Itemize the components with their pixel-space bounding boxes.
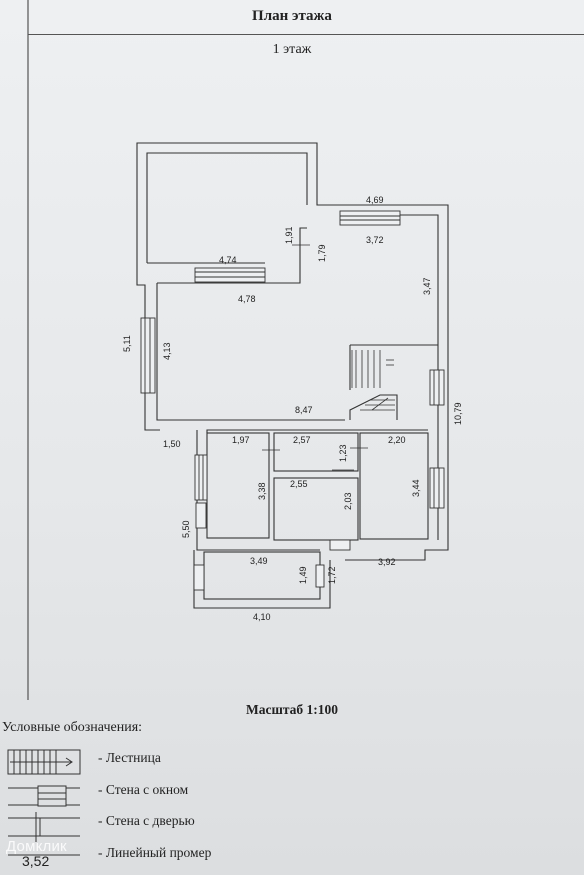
dim-550: 5,50 (181, 520, 191, 538)
dim-478: 4,78 (238, 294, 256, 304)
dim-474: 4,74 (219, 255, 237, 265)
dim-511: 5,11 (122, 335, 132, 352)
dim-349: 3,49 (250, 556, 268, 566)
dim-410: 4,10 (253, 612, 271, 622)
dim-257: 2,57 (293, 435, 311, 445)
plan-windows (140, 210, 445, 591)
legend-door-label: - Стена с дверью (98, 813, 195, 828)
dim-413: 4,13 (162, 342, 172, 360)
legend-window-label: - Стена с окном (98, 782, 189, 797)
dim-338: 3,38 (257, 482, 267, 500)
dim-469: 4,69 (366, 195, 384, 205)
dim-123: 1,23 (338, 444, 348, 462)
plan-stairs (262, 244, 395, 471)
dim-847: 8,47 (295, 405, 313, 415)
dim-191: 1,91 (284, 226, 294, 244)
floor-label: 1 этаж (272, 42, 312, 57)
legend-linear-sample: 3,52 (22, 853, 50, 869)
legend-symbols (7, 749, 81, 856)
dim-255: 2,55 (290, 479, 308, 489)
plan-walls (136, 142, 449, 609)
dim-172: 1,72 (327, 566, 337, 584)
legend-door-icon (8, 812, 80, 842)
dim-392: 3,92 (378, 557, 396, 567)
dim-220: 2,20 (388, 435, 406, 445)
dim-344: 3,44 (411, 479, 421, 497)
scale-label: Масштаб 1:100 (245, 702, 339, 717)
dimension-labels: 4,69 1,91 1,79 3,72 4,74 4,78 3,47 5,11 … (122, 195, 463, 622)
dim-347: 3,47 (422, 277, 432, 295)
title-box (28, 0, 584, 35)
dim-179: 1,79 (317, 244, 327, 262)
dim-149: 1,49 (298, 566, 308, 584)
page-title: План этажа (252, 8, 332, 24)
legend-stairs-label: - Лестница (98, 750, 161, 765)
dim-1079: 10,79 (453, 402, 463, 425)
dim-197: 1,97 (232, 435, 250, 445)
watermark-logo: Домклик (6, 838, 67, 855)
dim-203: 2,03 (343, 492, 353, 510)
dim-372: 3,72 (366, 235, 384, 245)
legend-window-icon (8, 785, 80, 807)
legend-title: Условные обозначения: (2, 720, 143, 735)
dim-150: 1,50 (163, 439, 181, 449)
legend-linear-label: - Линейный промер (98, 845, 212, 860)
